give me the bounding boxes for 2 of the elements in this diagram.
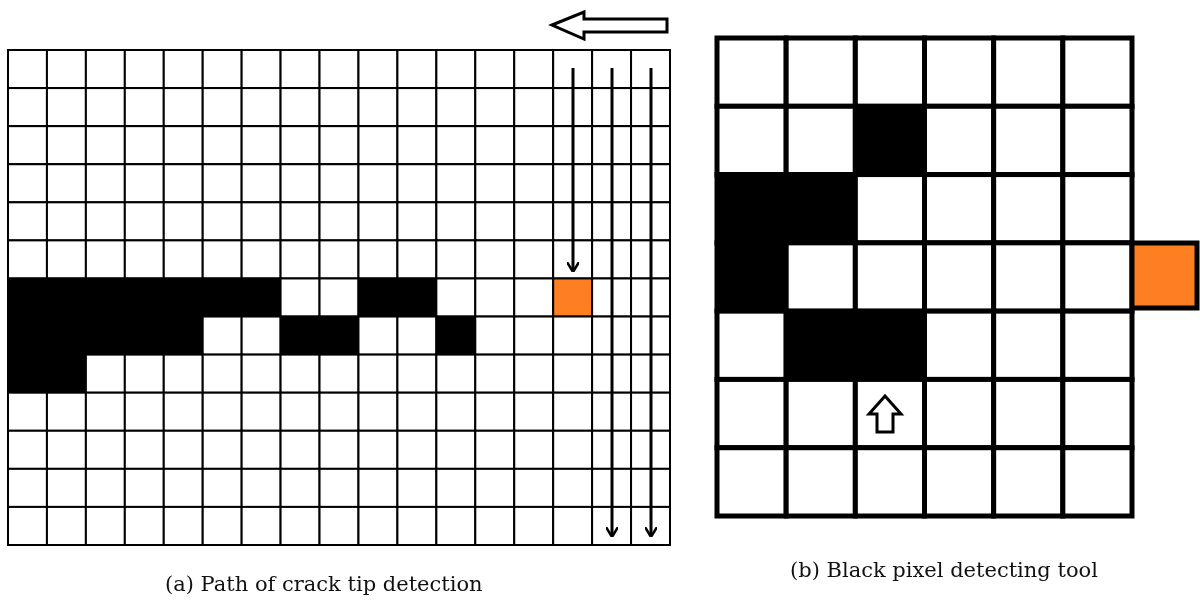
caption-text: (a) Path of crack tip detection (165, 572, 483, 596)
caption-text: (b) Black pixel detecting tool (790, 558, 1098, 582)
